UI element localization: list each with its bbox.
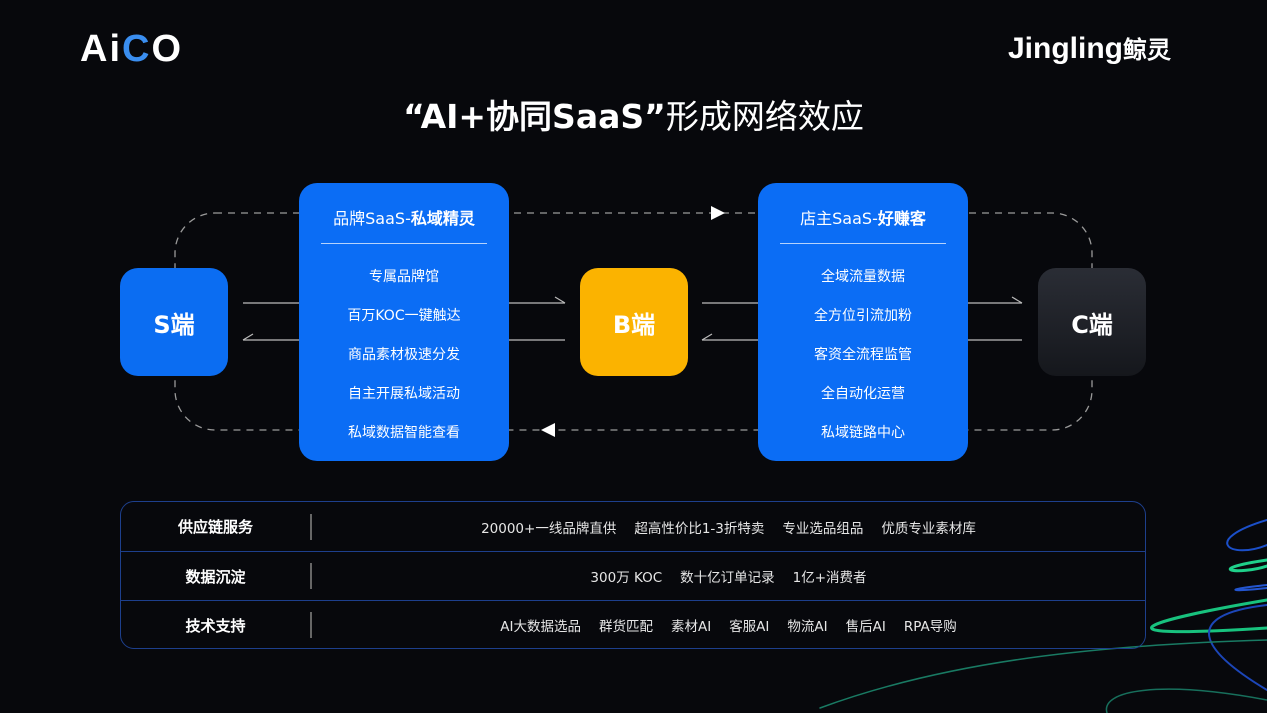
- row-item: 物流AI: [787, 619, 828, 635]
- row-item: 1亿+消费者: [792, 570, 867, 586]
- logo-latin: Jingling: [1008, 32, 1123, 65]
- row-item: 售后AI: [845, 619, 886, 635]
- loop-arrow-right-icon: [711, 206, 725, 220]
- row-item: 专业选品组品: [782, 520, 864, 537]
- panel-title-prefix: 店主SaaS-: [800, 209, 878, 228]
- row-divider: [310, 513, 312, 540]
- brand-saas-panel: 品牌SaaS-私域精灵 专属品牌馆 百万KOC一键触达 商品素材极速分发 自主开…: [299, 183, 509, 461]
- row-content: 20000+一线品牌直供超高性价比1-3折特卖专业选品组品优质专业素材库: [312, 517, 1145, 537]
- jingling-logo: Jingling鲸灵: [1008, 30, 1171, 66]
- feature-item: 百万KOC一键触达: [347, 308, 461, 324]
- feature-item: 全自动化运营: [821, 386, 905, 402]
- loop-arrow-left-icon: [541, 423, 555, 437]
- row-item: 素材AI: [670, 619, 712, 635]
- capability-table: 供应链服务 20000+一线品牌直供超高性价比1-3折特卖专业选品组品优质专业素…: [120, 501, 1146, 649]
- table-row-data: 数据沉淀 300万 KOC 数十亿订单记录 1亿+消费者: [121, 551, 1145, 600]
- feature-item: 客资全流程监管: [814, 347, 912, 363]
- row-item: 客服AI: [729, 619, 770, 635]
- row-item: 群货匹配: [598, 619, 653, 635]
- feature-item: 全域流量数据: [821, 269, 905, 285]
- row-divider: [310, 563, 312, 589]
- row-content: AI大数据选品 群货匹配 素材AI 客服AI 物流AI 售后AI RPA导购: [312, 615, 1145, 635]
- s-end-node: S端: [120, 268, 228, 376]
- row-content: 300万 KOC 数十亿订单记录 1亿+消费者: [312, 566, 1145, 586]
- row-divider: [310, 612, 312, 638]
- row-item: AI大数据选品: [500, 619, 581, 635]
- title-bold: “AI+协同SaaS”: [403, 97, 666, 136]
- panel-title: 品牌SaaS-私域精灵: [299, 205, 509, 229]
- panel-title-prefix: 品牌SaaS-: [333, 209, 411, 228]
- feature-item: 商品素材极速分发: [348, 347, 460, 363]
- panel-title-name: 私域精灵: [410, 209, 475, 228]
- feature-item: 自主开展私域活动: [348, 386, 460, 402]
- feature-item: 全方位引流加粉: [814, 308, 912, 324]
- row-label: 技术支持: [185, 616, 246, 635]
- title-regular: 形成网络效应: [665, 97, 864, 136]
- logo-cn: 鲸灵: [1123, 37, 1171, 64]
- b-end-node: B端: [580, 268, 688, 376]
- table-row-supply: 供应链服务 20000+一线品牌直供超高性价比1-3折特卖专业选品组品优质专业素…: [121, 502, 1145, 551]
- row-item: 超高性价比1-3折特卖: [634, 520, 765, 537]
- panel-title: 店主SaaS-好赚客: [758, 205, 968, 229]
- shop-saas-panel: 店主SaaS-好赚客 全域流量数据 全方位引流加粉 客资全流程监管 全自动化运营…: [758, 183, 968, 461]
- row-item: 300万 KOC: [590, 570, 663, 586]
- row-item: RPA导购: [903, 619, 957, 635]
- row-label: 数据沉淀: [185, 567, 246, 586]
- feature-item: 专属品牌馆: [369, 269, 439, 285]
- c-end-node: C端: [1038, 268, 1146, 376]
- aico-logo: AiCO: [80, 28, 184, 70]
- divider: [780, 243, 946, 244]
- panel-title-name: 好赚客: [877, 209, 926, 228]
- row-item: 20000+一线品牌直供: [481, 520, 617, 537]
- row-item: 数十亿订单记录: [680, 570, 775, 586]
- row-item: 优质专业素材库: [881, 520, 976, 537]
- row-label: 供应链服务: [177, 518, 253, 536]
- feature-item: 私域链路中心: [821, 425, 905, 441]
- divider: [321, 243, 487, 244]
- page-title: “AI+协同SaaS”形成网络效应: [0, 90, 1267, 138]
- table-row-tech: 技术支持 AI大数据选品 群货匹配 素材AI 客服AI 物流AI 售后AI RPA导购: [121, 600, 1145, 649]
- feature-item: 私域数据智能查看: [348, 425, 460, 441]
- decorative-swirl: [819, 519, 1267, 713]
